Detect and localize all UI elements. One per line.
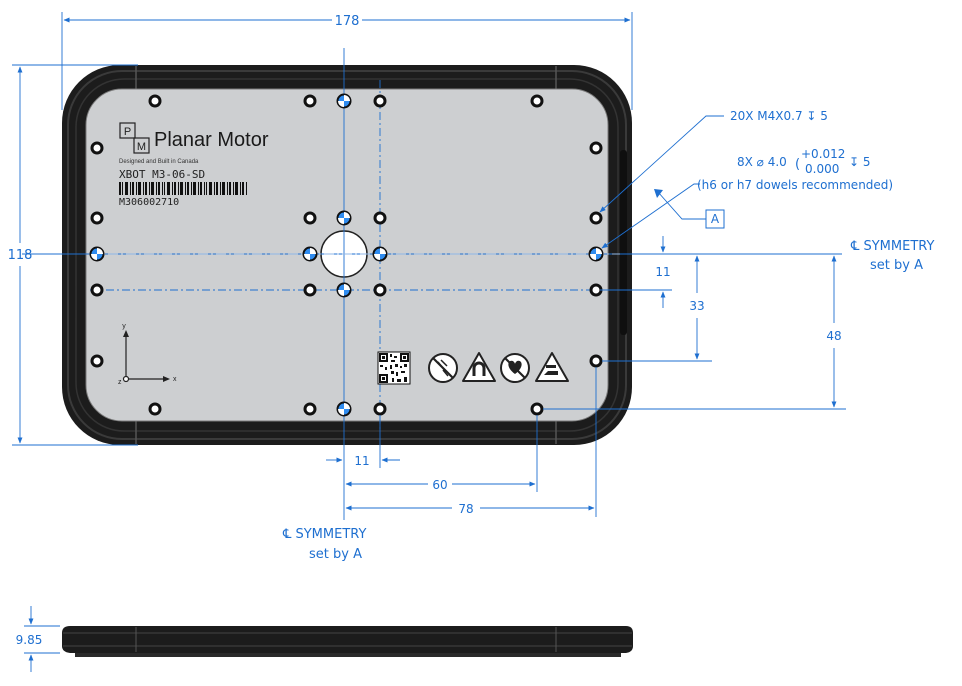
dowel-hole [588, 246, 604, 262]
symmetry-horizontal-line2: set by A [870, 258, 923, 273]
dowel-hole [302, 246, 318, 262]
barcode [119, 182, 247, 195]
hand-crush-warning-icon [535, 352, 569, 382]
threaded-hole [303, 402, 317, 416]
logo-m-box [133, 137, 150, 154]
side-notch [620, 150, 627, 335]
symmetry-vertical-line1: ℄ SYMMETRY [282, 527, 366, 542]
datum-box [705, 209, 725, 229]
xbot-top-view [62, 65, 632, 445]
dim-offset-33: 33 [689, 299, 704, 313]
coordinate-axes: y x z [118, 323, 177, 386]
frame-ridge-inner [75, 78, 619, 432]
threaded-hole [589, 141, 603, 155]
threaded-hole [589, 283, 603, 297]
symmetry-horizontal-line1: ℄ SYMMETRY [850, 239, 934, 254]
threaded-hole [90, 211, 104, 225]
threaded-holes [90, 94, 603, 416]
symmetry-vertical-line2: set by A [309, 547, 362, 562]
threaded-hole [373, 94, 387, 108]
dowel-hole [336, 210, 352, 226]
dowel-hole [89, 246, 105, 262]
threaded-hole [530, 402, 544, 416]
dim-offset-48: 48 [826, 329, 841, 343]
dim-overall-width: 178 [335, 14, 360, 29]
qr-code-icon [377, 351, 411, 385]
logo-p: P [124, 126, 131, 138]
magnetic-field-warning-icon [462, 352, 496, 382]
tolerance-paren: ( [795, 157, 800, 172]
dim-offset-11-horizontal: 11 [354, 454, 369, 468]
axis-z-label: z [118, 379, 122, 386]
dowel-tolerance-lower: 0.000 [805, 162, 839, 176]
thickness-dimension [24, 606, 60, 672]
dimension-lines [12, 12, 846, 517]
logo-m: M [137, 141, 146, 153]
dowel-holes [89, 93, 604, 417]
dowel-hole-callout: 8X ⌀ 4.0 [737, 155, 787, 169]
threaded-hole [373, 402, 387, 416]
datum-label: A [711, 212, 720, 226]
model-number: XBOT M3-06-SD [119, 168, 205, 181]
no-implant-icon [428, 353, 458, 383]
threaded-hole [303, 211, 317, 225]
logo-p-box [119, 122, 136, 139]
dowel-hole [372, 246, 388, 262]
dim-offset-78: 78 [458, 502, 473, 516]
no-pacemaker-icon [500, 353, 530, 383]
dowel-hole [336, 401, 352, 417]
product-label: P M Planar Motor Designed and Built in C… [119, 122, 269, 208]
dim-thickness: 9.85 [16, 633, 43, 647]
dowel-depth: ↧ 5 [849, 155, 871, 169]
threaded-hole [90, 141, 104, 155]
threaded-hole [373, 283, 387, 297]
dowel-tolerance-upper: +0.012 [801, 147, 845, 161]
serial-number: M306002710 [119, 197, 179, 208]
datum-triangle [654, 189, 663, 198]
dowel-note: (h6 or h7 dowels recommended) [697, 178, 893, 192]
threaded-hole [303, 94, 317, 108]
threaded-hole [530, 94, 544, 108]
dim-offset-11-vertical: 11 [655, 265, 670, 279]
threaded-hole [90, 354, 104, 368]
threaded-hole [148, 94, 162, 108]
xbot-side-view [62, 626, 633, 657]
axis-x-label: x [173, 376, 177, 383]
threaded-hole [589, 354, 603, 368]
threaded-hole-callout: 20X M4X0.7 ↧ 5 [730, 109, 828, 123]
threaded-hole [148, 402, 162, 416]
threaded-hole [90, 283, 104, 297]
label-subtitle: Designed and Built in Canada [119, 159, 199, 165]
dim-overall-height: 118 [8, 248, 33, 263]
dowel-hole [336, 93, 352, 109]
threaded-hole [303, 283, 317, 297]
dim-offset-60: 60 [432, 478, 447, 492]
threaded-hole [589, 211, 603, 225]
axis-y-label: y [122, 323, 126, 330]
brand-name: Planar Motor [154, 129, 269, 151]
threaded-hole [373, 211, 387, 225]
dowel-hole [336, 282, 352, 298]
